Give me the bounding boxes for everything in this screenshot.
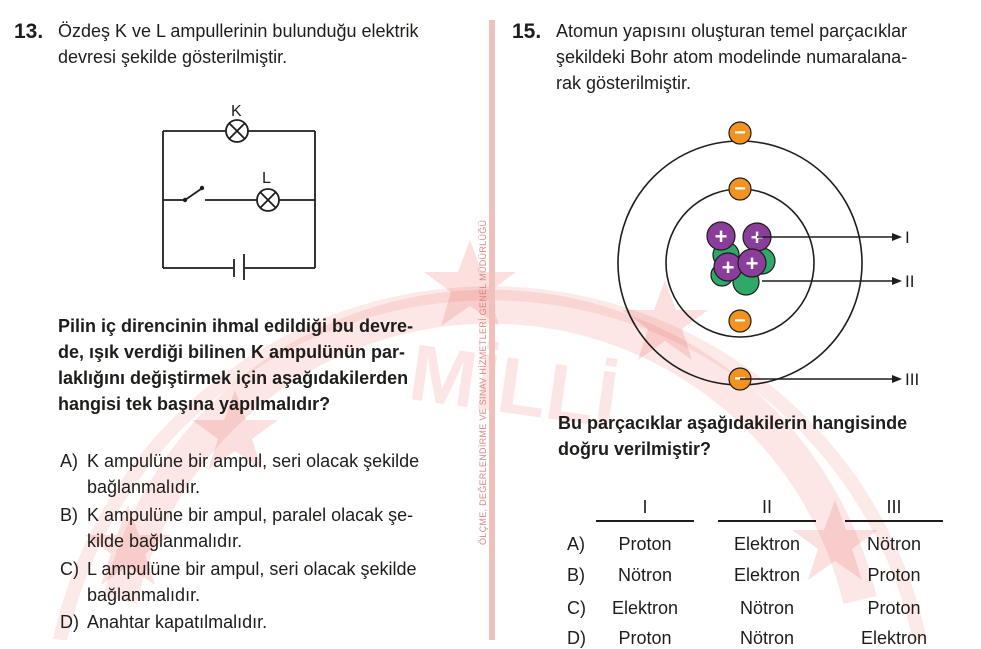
row-label: C) xyxy=(567,598,586,618)
table-cell: Elektron xyxy=(611,598,679,618)
switch-contact xyxy=(182,197,188,203)
q13-stem: Özdeş K ve L ampullerinin bulunduğu elek… xyxy=(58,18,478,70)
pointer-label-3: III xyxy=(905,370,919,389)
battery-icon xyxy=(233,254,245,280)
lamp-k-icon xyxy=(225,119,249,143)
q15-question-line: doğru verilmiştir? xyxy=(558,439,712,459)
option-text: K ampulüne bir ampul, paralel olacak şe- xyxy=(87,505,414,525)
electron-sign: − xyxy=(734,310,746,332)
pointer-label-2: II xyxy=(905,272,914,291)
table-header: II xyxy=(761,497,772,517)
row-label: A) xyxy=(567,534,585,554)
electron-sign: − xyxy=(734,178,746,200)
column-divider xyxy=(489,20,495,640)
proton-sign: + xyxy=(722,255,735,280)
proton-icon xyxy=(737,248,767,278)
option-label: C) xyxy=(60,559,79,579)
table-header-underline xyxy=(845,520,943,522)
lamp-l-icon xyxy=(256,188,280,212)
table-cell: Proton xyxy=(618,628,672,648)
table-cell: Elektron xyxy=(733,534,801,554)
lamp-k-label: K xyxy=(231,103,242,120)
table-cell: Proton xyxy=(867,565,921,585)
option-label: D) xyxy=(60,612,79,632)
table-cell: Nötron xyxy=(617,565,673,585)
arrowhead-icon xyxy=(892,233,902,241)
q13-question-line: Pilin iç direncinin ihmal edildiği bu de… xyxy=(58,316,414,336)
bohr-atom-diagram: + + + + − − − − I II III xyxy=(617,121,919,391)
option-text: bağlanmalıdır. xyxy=(87,477,201,497)
table-header: I xyxy=(642,497,648,517)
q15-stem-line: Atomun yapısını oluşturan temel parçacık… xyxy=(556,21,908,41)
table-cell: Nötron xyxy=(739,598,795,618)
switch-contact xyxy=(199,185,205,191)
table-cell: Nötron xyxy=(866,534,922,554)
option-text: K ampulüne bir ampul, seri olacak şekild… xyxy=(87,451,420,471)
q13-stem-line: Özdeş K ve L ampullerinin bulunduğu elek… xyxy=(58,21,419,41)
proton-sign: + xyxy=(715,224,728,249)
table-cell: Elektron xyxy=(860,628,928,648)
q15-question-line: Bu parçacıklar aşağıdakilerin hangisinde xyxy=(558,413,908,433)
circuit-diagram: K L xyxy=(162,103,316,280)
q15-stem-line: rak gösterilmiştir. xyxy=(556,73,692,93)
proton-sign: + xyxy=(746,251,759,276)
option-label: B) xyxy=(60,505,78,525)
table-cell: Elektron xyxy=(733,565,801,585)
q13-number: 13. xyxy=(14,20,44,43)
table-cell: Nötron xyxy=(739,628,795,648)
q15-question: Bu parçacıklar aşağıdakilerin hangisinde… xyxy=(558,410,978,462)
arrowhead-icon xyxy=(892,375,902,383)
option-text: Anahtar kapatılmalıdır. xyxy=(87,612,268,632)
q13-question-line: de, ışık verdiği bilinen K ampulünün par… xyxy=(58,342,406,362)
q13-question-line: laklığını değiştirmek için aşağıdakilerd… xyxy=(58,368,409,388)
pointer-label-1: I xyxy=(905,228,910,247)
q15-stem-line: şekildeki Bohr atom modelinde numaralana… xyxy=(556,47,908,67)
option-label: A) xyxy=(60,451,78,471)
q13-stem-line: devresi şekilde gösterilmiştir. xyxy=(58,47,288,67)
option-text: kilde bağlanmalıdır. xyxy=(87,531,243,551)
table-cell: Proton xyxy=(618,534,672,554)
option-text: L ampulüne bir ampul, seri olacak şekild… xyxy=(87,559,417,579)
lamp-l-label: L xyxy=(262,170,271,187)
arrowhead-icon xyxy=(892,277,902,285)
electron-sign: − xyxy=(734,122,746,144)
electron-icon xyxy=(728,309,752,333)
electron-icon xyxy=(728,177,752,201)
table-cell: Proton xyxy=(867,598,921,618)
table-header-underline xyxy=(718,520,816,522)
proton-icon xyxy=(706,221,736,251)
row-label: D) xyxy=(567,628,586,648)
table-header: III xyxy=(886,497,902,517)
electron-icon xyxy=(728,121,752,145)
q15-stem: Atomun yapısını oluşturan temel parçacık… xyxy=(556,18,976,96)
q13-question: Pilin iç direncinin ihmal edildiği bu de… xyxy=(58,313,478,417)
q15-number: 15. xyxy=(512,20,542,43)
table-header-underline xyxy=(596,520,694,522)
row-label: B) xyxy=(567,565,585,585)
q13-question-line: hangisi tek başına yapılmalıdır? xyxy=(58,394,331,414)
option-text: bağlanmalıdır. xyxy=(87,585,201,605)
